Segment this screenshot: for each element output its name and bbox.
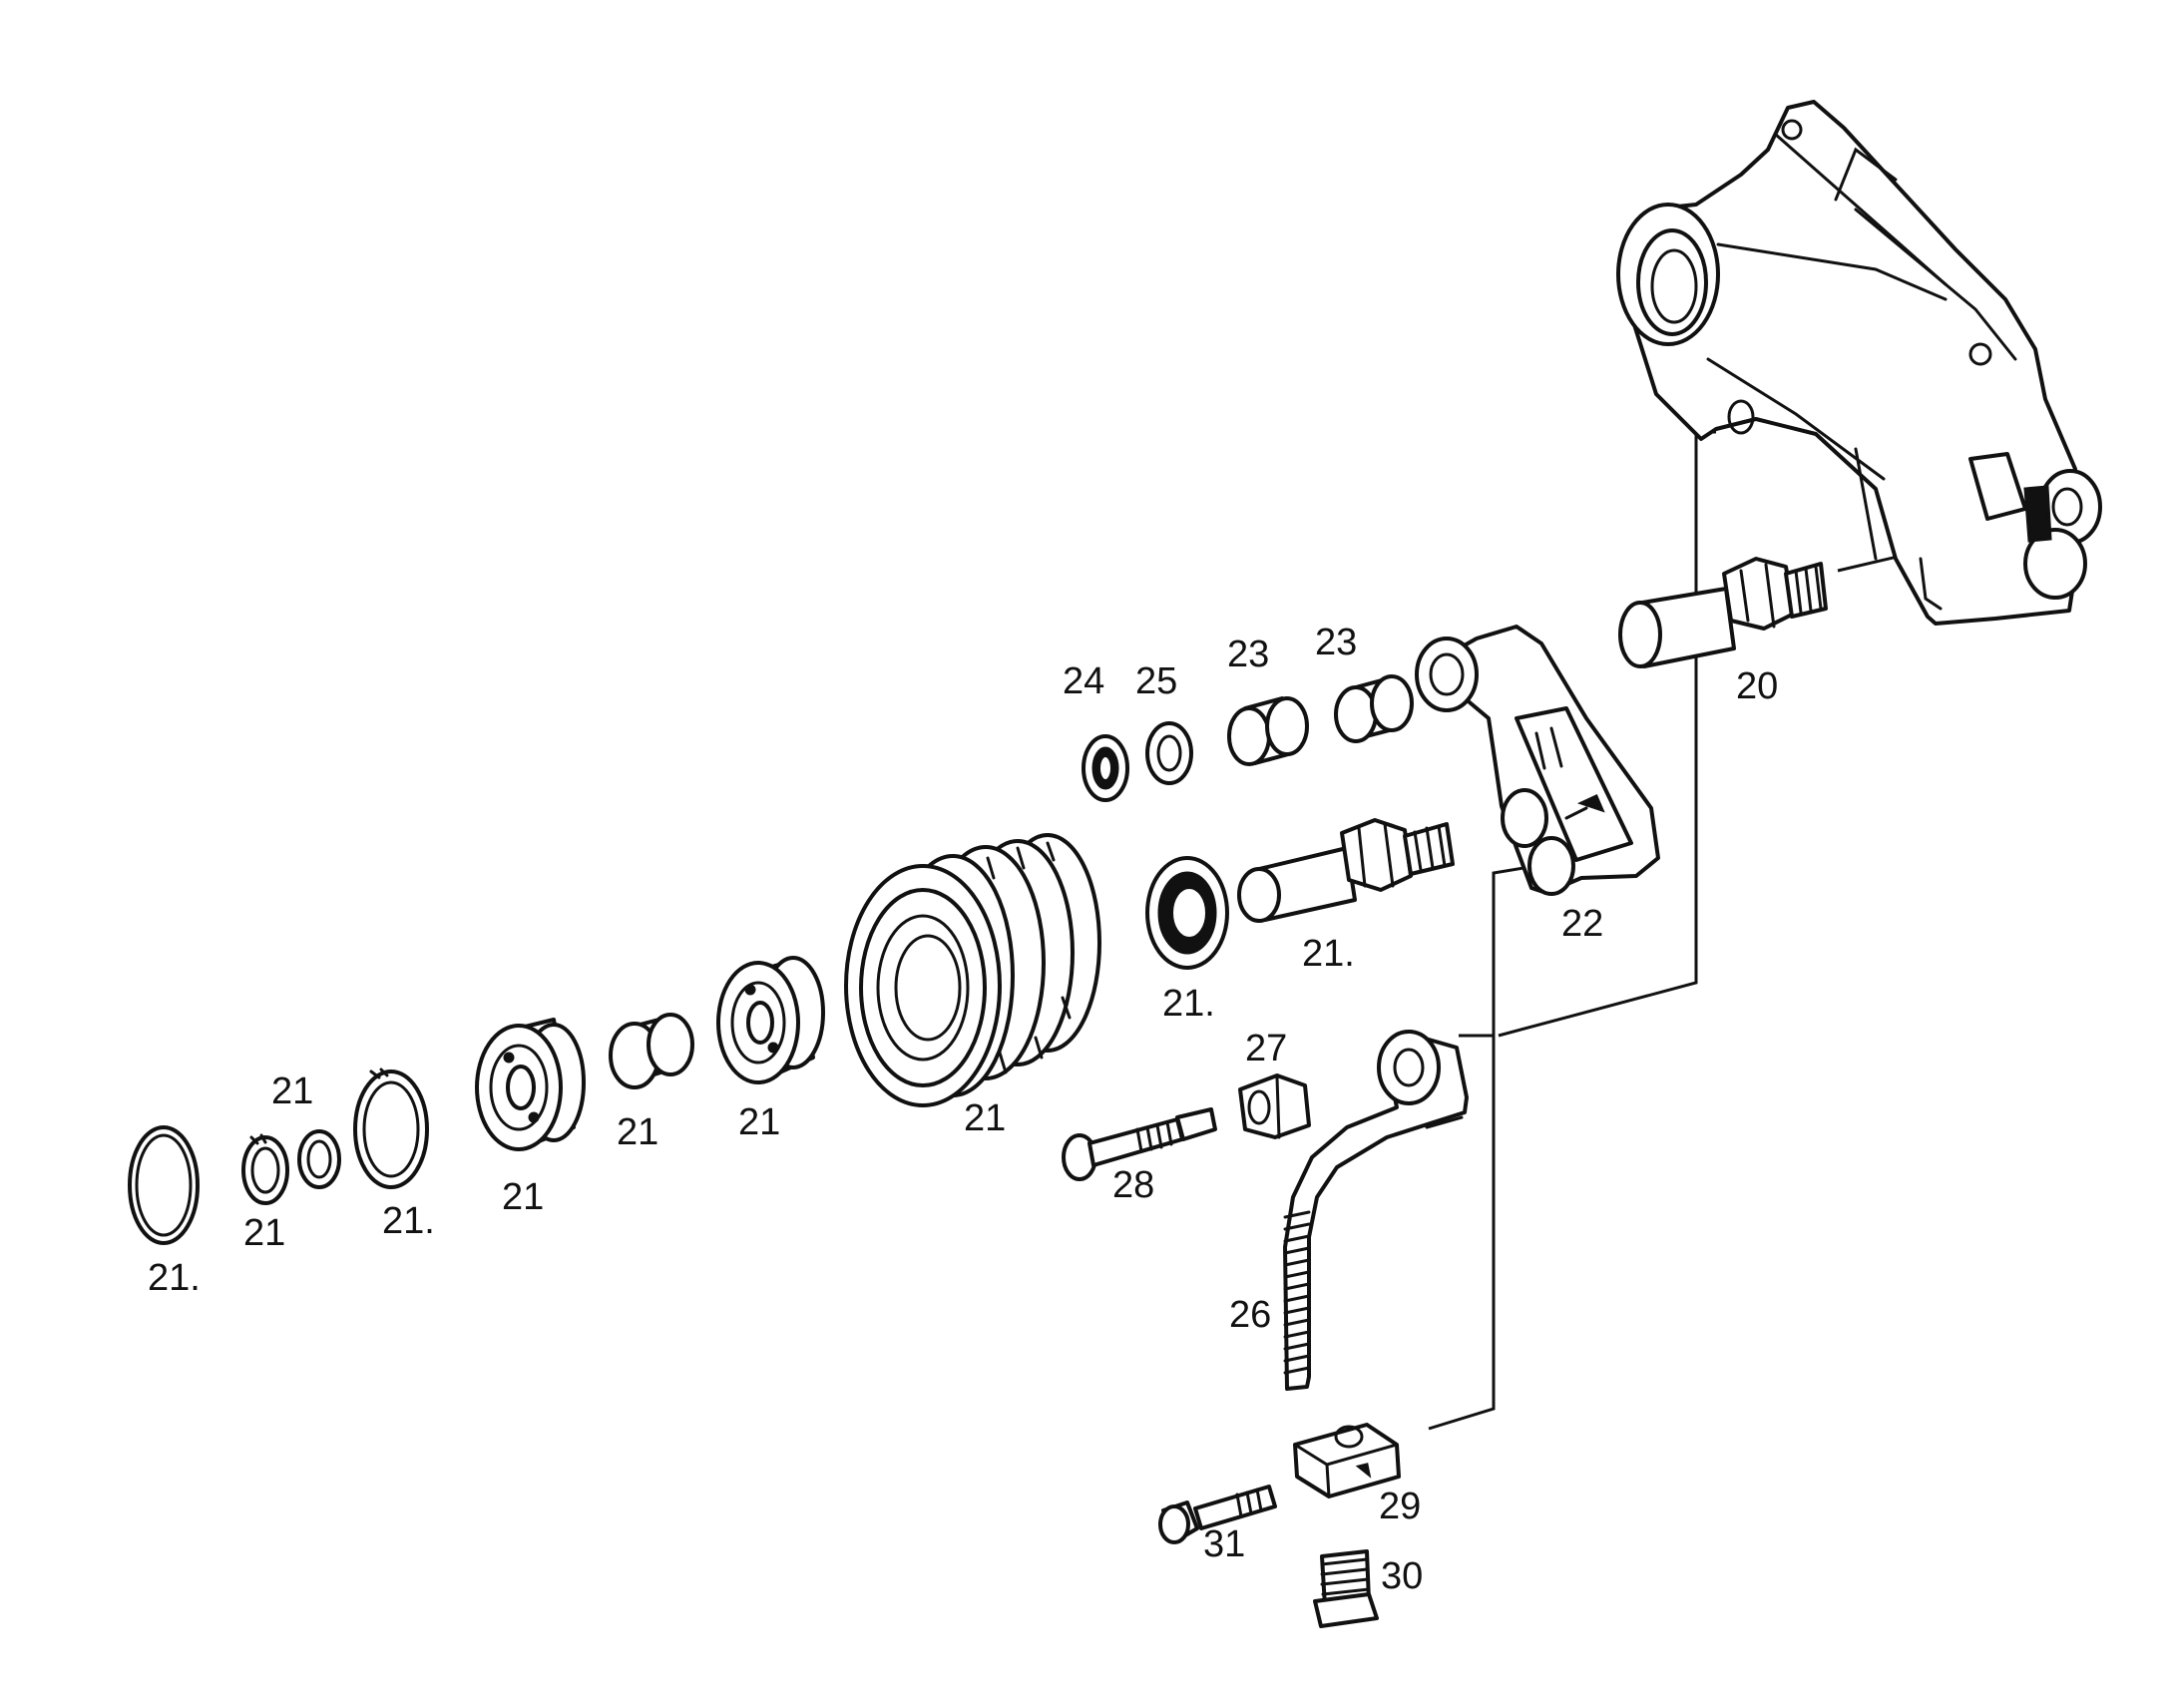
- label-23-a: 23: [1227, 634, 1269, 675]
- reference-labels: 20 21. 21 21 21. 21 21 21 21 21. 21. 22 …: [148, 622, 1778, 1597]
- adjusting-lever-26: [1283, 1030, 1469, 1391]
- mounting-bracket-housing: [1616, 100, 2102, 626]
- bushing-23b: [1334, 674, 1414, 743]
- label-23-b: 23: [1315, 622, 1357, 663]
- bolt-28: [1062, 1107, 1217, 1181]
- label-21-circlip-top: 21: [271, 1070, 313, 1112]
- spacer-21: [609, 1013, 694, 1089]
- label-21-circlip-bottom: 21: [243, 1212, 285, 1254]
- bolt-31: [1158, 1485, 1277, 1544]
- label-25: 25: [1135, 660, 1177, 702]
- tension-arm-22: [1415, 625, 1660, 896]
- bearing-left-21: [475, 1018, 586, 1151]
- label-28: 28: [1112, 1164, 1154, 1206]
- label-21-lock-ring: 21.: [382, 1200, 435, 1242]
- bearing-right-21: [716, 956, 825, 1084]
- seal-21: [1145, 856, 1229, 970]
- label-29: 29: [1379, 1486, 1421, 1527]
- lock-washer-24: [1082, 734, 1129, 802]
- label-21-snap-ring: 21.: [148, 1257, 201, 1299]
- label-31: 31: [1203, 1523, 1245, 1565]
- label-27: 27: [1245, 1028, 1287, 1069]
- circlip-21a: [297, 1129, 341, 1189]
- label-24: 24: [1063, 660, 1104, 702]
- pulley-21: [844, 833, 1101, 1107]
- clamp-block-29: [1293, 1423, 1401, 1498]
- label-21-shaft: 21.: [1302, 933, 1355, 975]
- label-21-seal: 21.: [1162, 983, 1215, 1025]
- hex-nut-27: [1238, 1073, 1311, 1139]
- stud-shaft-20: [1618, 557, 1828, 668]
- label-20: 20: [1736, 665, 1778, 707]
- label-21-pulley: 21: [964, 1097, 1006, 1139]
- label-21-bearing-left: 21: [502, 1176, 544, 1218]
- label-21-spacer: 21: [617, 1111, 658, 1153]
- bushing-23a: [1227, 696, 1309, 766]
- circlip-21b: [241, 1133, 289, 1205]
- plug-30: [1313, 1549, 1379, 1628]
- label-21-bearing-right: 21: [738, 1101, 780, 1143]
- shaft-21: [1237, 818, 1455, 923]
- label-26: 26: [1229, 1294, 1271, 1336]
- snap-ring-21: [128, 1125, 200, 1245]
- label-22: 22: [1561, 903, 1603, 945]
- lock-ring-21: [353, 1068, 429, 1189]
- label-30: 30: [1381, 1555, 1423, 1597]
- washer-25: [1145, 721, 1193, 785]
